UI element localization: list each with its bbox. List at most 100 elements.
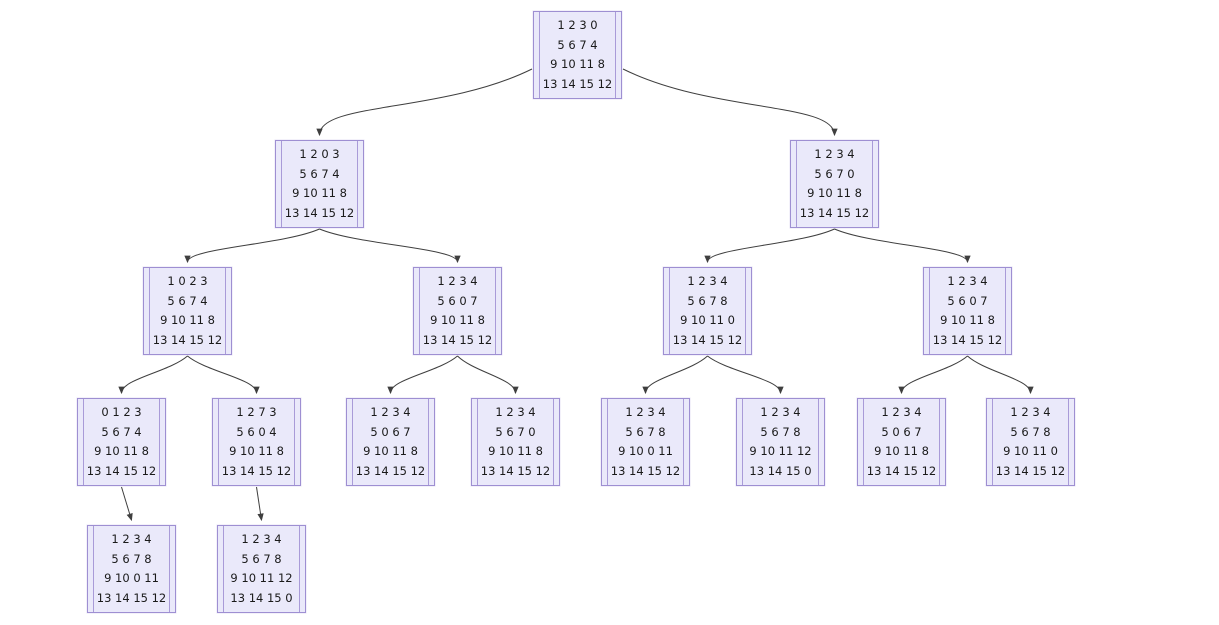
node-left-strip bbox=[929, 268, 930, 354]
puzzle-row: 9 10 0 11 bbox=[104, 571, 159, 585]
edge-n0-n2 bbox=[622, 68, 838, 137]
puzzle-row: 5 6 7 0 bbox=[495, 424, 536, 439]
puzzle-row: 1 2 3 4 bbox=[625, 405, 666, 419]
puzzle-row: 13 14 15 0 bbox=[749, 463, 812, 478]
node-left-strip bbox=[992, 399, 993, 485]
puzzle-row: 13 14 15 12 bbox=[799, 205, 870, 220]
node-right-strip bbox=[615, 12, 616, 98]
node-left-strip bbox=[863, 399, 864, 485]
puzzle-row: 13 14 15 12 bbox=[96, 590, 167, 605]
edge-n3-n7 bbox=[118, 355, 188, 395]
puzzle-row: 1 2 3 4 bbox=[241, 532, 282, 546]
puzzle-row: 1 2 3 4 bbox=[687, 274, 728, 288]
puzzle-row: 13 14 15 12 bbox=[932, 332, 1003, 347]
puzzle-row: 9 10 11 8 bbox=[229, 444, 284, 458]
puzzle-row: 5 6 7 4 bbox=[557, 37, 598, 52]
edge-n7-n15 bbox=[121, 486, 133, 522]
puzzle-row: 13 14 15 12 bbox=[355, 463, 426, 478]
puzzle-row: 1 2 0 3 bbox=[299, 147, 340, 161]
puzzle-row: 0 1 2 3 bbox=[101, 405, 142, 419]
puzzle-row: 13 14 15 12 bbox=[672, 332, 743, 347]
puzzle-row: 13 14 15 12 bbox=[221, 463, 292, 478]
node-right-strip bbox=[294, 399, 295, 485]
node-left-strip bbox=[539, 12, 540, 98]
puzzle-row: 5 6 7 4 bbox=[167, 293, 208, 308]
node-left-strip bbox=[83, 399, 84, 485]
node-left-strip bbox=[149, 268, 150, 354]
puzzle-row: 9 10 11 8 bbox=[488, 444, 543, 458]
node-left-strip bbox=[742, 399, 743, 485]
puzzle-row: 5 6 7 8 bbox=[241, 551, 282, 566]
node-right-strip bbox=[1068, 399, 1069, 485]
edge-n6-n13 bbox=[898, 355, 968, 395]
node-right-strip bbox=[428, 399, 429, 485]
edge-n1-n4 bbox=[319, 228, 461, 264]
puzzle-row: 9 10 11 8 bbox=[430, 313, 485, 327]
node-right-strip bbox=[553, 399, 554, 485]
puzzle-row: 1 2 3 0 bbox=[557, 18, 598, 32]
edge-n5-n12 bbox=[707, 355, 784, 395]
node-right-strip bbox=[818, 399, 819, 485]
puzzle-row: 5 0 6 7 bbox=[881, 424, 922, 439]
node-left-strip bbox=[477, 399, 478, 485]
puzzle-row: 9 10 11 8 bbox=[874, 444, 929, 458]
node-right-strip bbox=[225, 268, 226, 354]
edge-n3-n8 bbox=[187, 355, 260, 395]
node-left-strip bbox=[419, 268, 420, 354]
puzzle-grid: 1 2 3 4 5 0 6 7 9 10 11 8 13 14 15 12 bbox=[864, 403, 939, 481]
puzzle-row: 13 14 15 12 bbox=[610, 463, 681, 478]
node-left-strip bbox=[352, 399, 353, 485]
puzzle-row: 13 14 15 12 bbox=[866, 463, 937, 478]
puzzle-row: 13 14 15 12 bbox=[152, 332, 223, 347]
edge-n8-n16 bbox=[256, 486, 264, 522]
puzzle-row: 13 14 15 12 bbox=[480, 463, 551, 478]
tree-edges bbox=[118, 68, 1034, 522]
edge-n4-n9 bbox=[387, 355, 458, 395]
puzzle-row: 9 10 11 8 bbox=[94, 444, 149, 458]
puzzle-row: 5 6 0 7 bbox=[947, 293, 988, 308]
puzzle-state-node-n10: 1 2 3 4 5 6 7 0 9 10 11 8 13 14 15 12 bbox=[471, 398, 560, 486]
node-right-strip bbox=[299, 526, 300, 612]
node-left-strip bbox=[607, 399, 608, 485]
puzzle-row: 1 2 3 4 bbox=[437, 274, 478, 288]
puzzle-row: 1 2 3 4 bbox=[495, 405, 536, 419]
puzzle-row: 5 0 6 7 bbox=[370, 424, 411, 439]
puzzle-row: 13 14 15 12 bbox=[86, 463, 157, 478]
edge-n2-n6 bbox=[834, 228, 971, 264]
node-left-strip bbox=[281, 141, 282, 227]
puzzle-row: 9 10 11 8 bbox=[292, 186, 347, 200]
puzzle-state-node-n13: 1 2 3 4 5 0 6 7 9 10 11 8 13 14 15 12 bbox=[857, 398, 946, 486]
puzzle-row: 9 10 11 8 bbox=[160, 313, 215, 327]
edge-n4-n10 bbox=[457, 355, 519, 395]
puzzle-row: 1 2 3 4 bbox=[881, 405, 922, 419]
node-left-strip bbox=[669, 268, 670, 354]
puzzle-row: 13 14 15 12 bbox=[284, 205, 355, 220]
puzzle-row: 5 6 7 8 bbox=[760, 424, 801, 439]
node-left-strip bbox=[223, 526, 224, 612]
puzzle-row: 1 2 3 4 bbox=[760, 405, 801, 419]
node-right-strip bbox=[169, 526, 170, 612]
